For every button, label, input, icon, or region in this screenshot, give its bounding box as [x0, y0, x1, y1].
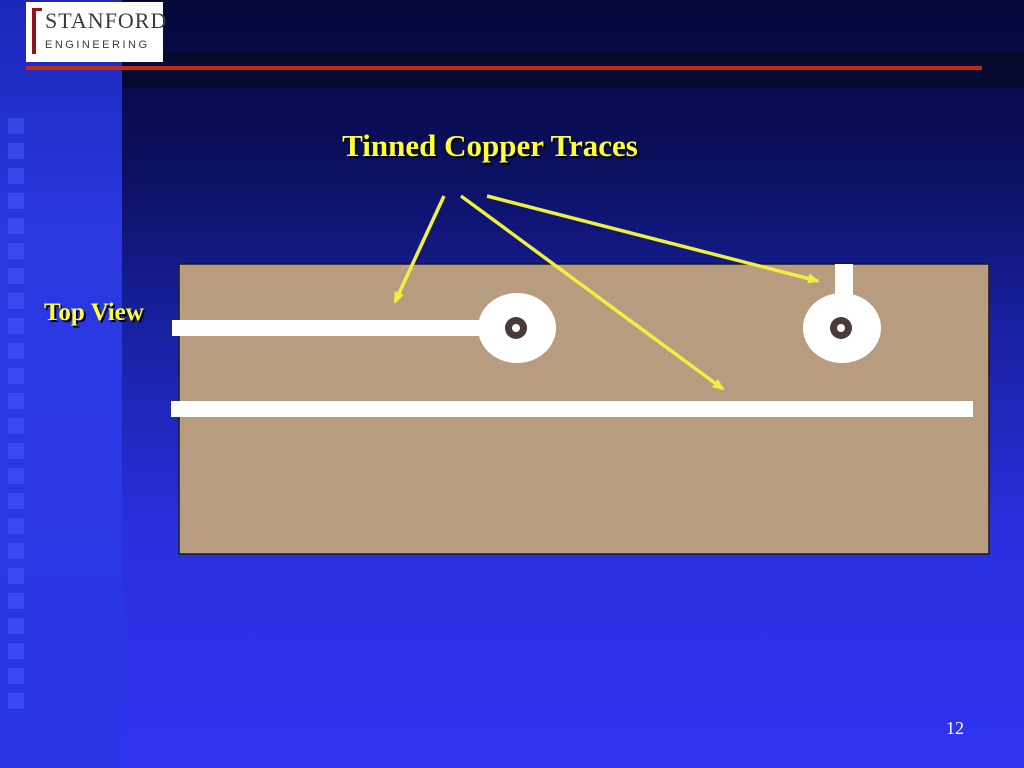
upper-trace	[172, 320, 502, 336]
decorative-square-column	[8, 118, 26, 718]
page-number: 12	[946, 718, 964, 738]
logo-line-1: STANFORD	[45, 8, 168, 33]
arrow-to-lower-trace	[459, 194, 725, 391]
logo-bracket-icon	[32, 8, 42, 54]
header-red-rule	[26, 66, 982, 70]
logo-line-2: ENGINEERING	[45, 39, 150, 51]
header-dark-band	[122, 52, 1024, 88]
lower-trace	[171, 401, 973, 417]
slide-title: Tinned Copper Traces	[342, 128, 638, 163]
left-pad-hole-center	[512, 324, 520, 332]
arrow-to-upper-trace	[393, 195, 446, 304]
stanford-engineering-logo: STANFORD ENGINEERING	[26, 2, 166, 62]
top-view-label: Top View	[44, 299, 144, 326]
right-pad-hole-center	[837, 324, 845, 332]
arrow-to-pad-stub	[486, 194, 820, 284]
slide-title-container: Tinned Copper Traces	[0, 128, 980, 164]
